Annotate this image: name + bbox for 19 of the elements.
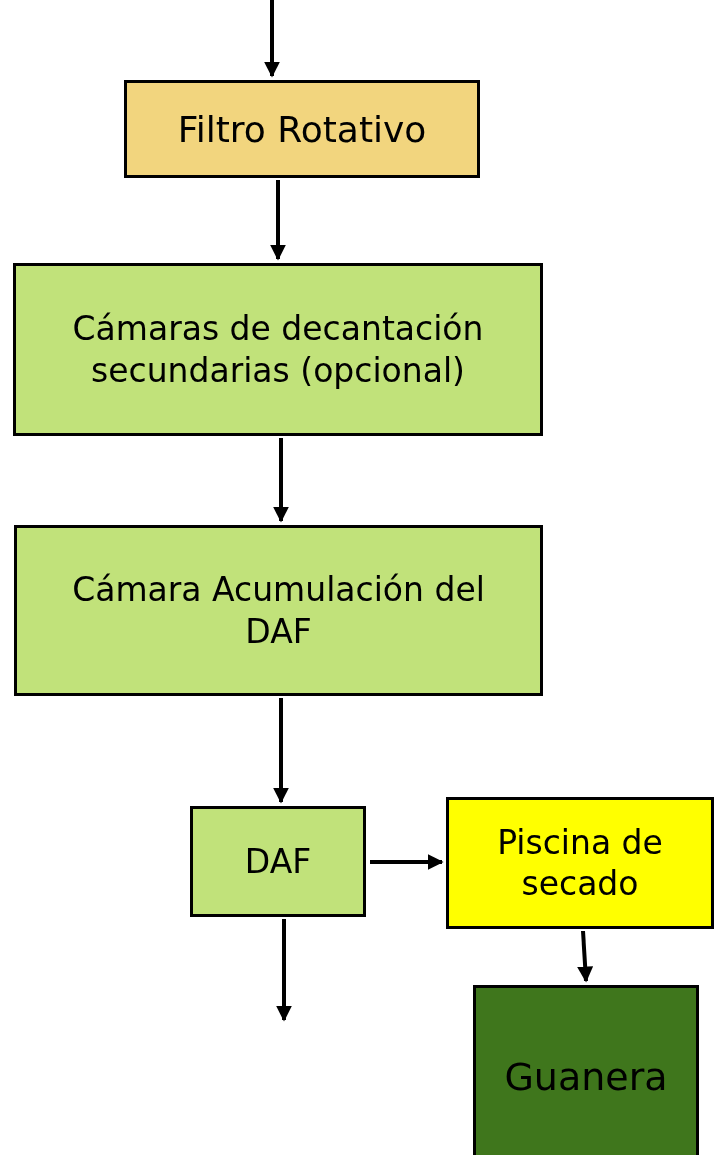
box-label: Piscina de secado	[496, 821, 664, 905]
arrow	[273, 698, 289, 804]
box-label: Guanera	[504, 1053, 668, 1101]
arrow	[370, 854, 444, 870]
box-label: Cámaras de decantación secundarias (opcional)	[71, 308, 485, 391]
process-box	[446, 797, 714, 929]
arrow	[270, 180, 286, 261]
process-box	[190, 806, 366, 917]
process-box	[13, 263, 543, 436]
arrow	[577, 930, 594, 983]
process-box	[124, 80, 480, 178]
arrow	[276, 919, 292, 1022]
box-label: Filtro Rotativo	[177, 107, 427, 152]
arrow	[273, 438, 289, 523]
box-label: Cámara Acumulación del DAF	[71, 569, 486, 652]
process-box	[14, 525, 543, 696]
process-box	[473, 985, 699, 1155]
box-label: DAF	[244, 840, 312, 883]
arrow	[264, 0, 280, 78]
